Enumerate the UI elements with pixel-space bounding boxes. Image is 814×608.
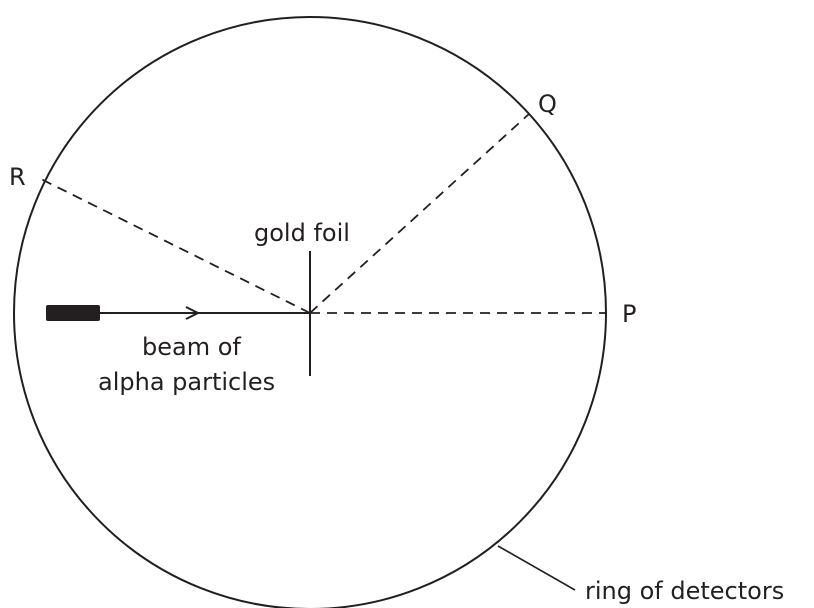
label-beam-line2: alpha particles [98, 368, 275, 396]
label-p: P [622, 300, 636, 328]
path-to-q [309, 113, 530, 314]
label-ring-of-detectors: ring of detectors [585, 577, 784, 605]
alpha-source [46, 305, 100, 321]
label-beam-line1: beam of [142, 333, 241, 361]
label-q: Q [538, 90, 557, 118]
label-gold-foil: gold foil [254, 219, 350, 247]
label-r: R [9, 163, 26, 191]
beam-arrowhead [185, 306, 201, 320]
ring-leader-line [497, 545, 576, 591]
